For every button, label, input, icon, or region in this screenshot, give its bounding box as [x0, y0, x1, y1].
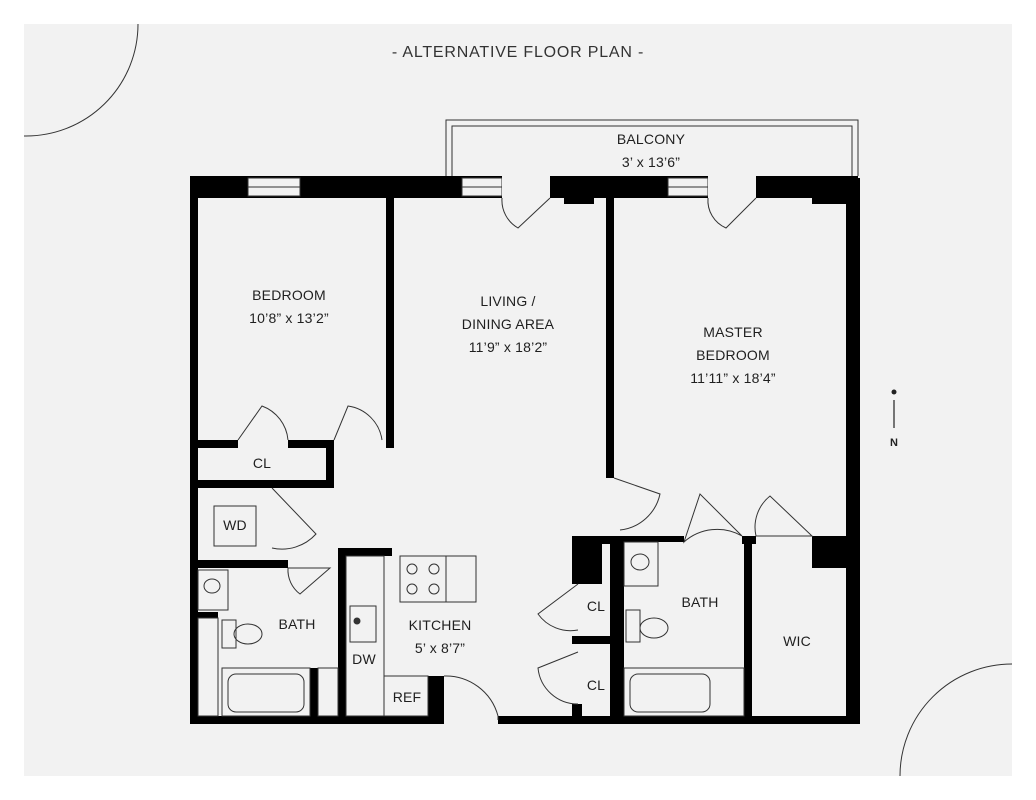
kitchen-sink [349, 605, 377, 643]
right-bath-sink [623, 541, 659, 587]
bedroom-closet-label: CL [252, 455, 272, 471]
right-toilet-bowl [639, 617, 669, 639]
interior-walls [196, 196, 756, 724]
stove [399, 555, 477, 603]
bedroom-name: BEDROOM [252, 287, 326, 303]
balcony-dims: 3’ x 13’6” [621, 154, 681, 170]
living-dining-label: LIVING / DINING AREA 11’9” x 18’2” [462, 290, 554, 359]
exterior-walls [190, 176, 860, 724]
left-toilet-tank [221, 619, 237, 649]
fixtures [197, 505, 745, 717]
left-bath-label: BATH [278, 616, 316, 632]
top-wall-openings [247, 176, 860, 198]
balcony-name: BALCONY [616, 131, 686, 147]
master-name-line2: BEDROOM [696, 347, 770, 363]
kitchen-dims: 5’ x 8’7” [414, 640, 466, 656]
interior-doors [237, 405, 814, 720]
living-dims: 11’9” x 18’2” [468, 339, 548, 355]
bedroom-label: BEDROOM 10’8” x 13’2” [249, 284, 329, 330]
master-bedroom-label: MASTER BEDROOM 11’11” x 18’4” [690, 321, 776, 390]
kitchen-counter [345, 555, 385, 717]
kitchen-name: KITCHEN [408, 617, 472, 633]
master-dims: 11’11” x 18’4” [690, 370, 776, 386]
right-tub [623, 667, 745, 717]
washer-dryer-label: WD [223, 517, 247, 533]
upper-closet-label: CL [586, 598, 606, 614]
washer-dryer [213, 505, 257, 547]
right-toilet-tank [625, 609, 641, 643]
kitchen-label: KITCHEN 5’ x 8’7” [409, 614, 472, 660]
bedroom-dims: 10’8” x 13’2” [249, 310, 329, 326]
lower-closet-label: CL [586, 677, 606, 693]
dishwasher-label: DW [352, 651, 376, 667]
left-bath-sink [197, 569, 229, 611]
living-name-line2: DINING AREA [461, 316, 555, 332]
right-bath-label: BATH [681, 594, 719, 610]
master-name-line1: MASTER [703, 324, 763, 340]
left-toilet-bowl [233, 623, 263, 645]
balcony-label: BALCONY 3’ x 13’6” [617, 128, 685, 174]
living-name-line1: LIVING / [480, 293, 536, 309]
north-label: N [890, 437, 898, 449]
refrigerator-box [383, 675, 429, 717]
corner-arc-top-left [23, 23, 139, 137]
plan-title: - ALTERNATIVE FLOOR PLAN - [391, 44, 645, 61]
walk-in-closet-label: WIC [783, 633, 811, 649]
kitchen-entry-gap [444, 714, 498, 726]
refrigerator-label: REF [392, 689, 422, 705]
left-tub [221, 667, 311, 717]
corner-arc-bottom-right [899, 663, 1013, 777]
balcony-doors [501, 197, 757, 229]
north-arrow [891, 389, 897, 428]
